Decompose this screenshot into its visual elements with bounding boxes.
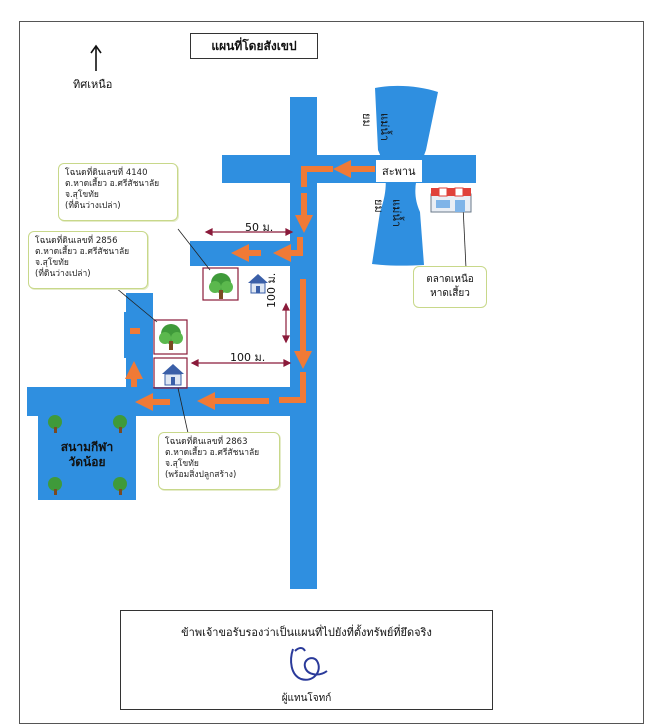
leader-2856	[115, 287, 158, 323]
certification-box: ข้าพเจ้าขอรับรองว่าเป็นแผนที่ไปยังที่ตั้…	[120, 610, 493, 710]
parcel-4140-boundary	[202, 267, 239, 301]
stadium-label: สนามกีฬา วัดน้อย	[52, 440, 122, 470]
parcel-callout-line: โฉนดที่ดินเลขที่ 2856	[35, 236, 118, 246]
tree-icon	[159, 324, 183, 350]
parcel-callout-line: จ.สุโขทัย	[165, 459, 199, 469]
route-arrow-turn	[301, 166, 333, 187]
house-icon	[162, 364, 184, 386]
parcel-callout-line: โฉนดที่ดินเลขที่ 2863	[165, 437, 248, 447]
bridge-label: สะพาน	[376, 160, 422, 182]
leader-market	[462, 205, 467, 269]
parcel-2863-boundary	[153, 357, 188, 389]
map-title: แผนที่โดยสังเขป	[190, 33, 318, 59]
parcel-callout-line: ต.หาดเสี้ยว อ.ศรีสัชนาลัย	[165, 448, 260, 458]
route-arrow-upper-turn	[273, 237, 303, 262]
market-label-line1: ตลาดเหนือ	[426, 274, 474, 285]
tree-icon	[113, 415, 127, 433]
market-label-line2: หาดเสี้ยว	[430, 288, 470, 299]
shop-icon	[430, 187, 472, 213]
certification-signer: ผู้แทนโจทก์	[281, 693, 332, 704]
parcel-callout-2863: โฉนดที่ดินเลขที่ 2863 ต.หาดเสี้ยว อ.ศรีส…	[158, 432, 280, 490]
parcel-callout-2856: โฉนดที่ดินเลขที่ 2856 ต.หาดเสี้ยว อ.ศรีส…	[28, 231, 148, 289]
tree-icon	[48, 415, 62, 433]
distance-top-label: 50 ม.	[245, 221, 274, 234]
parcel-callout-line: (ที่ดินว่างเปล่า)	[65, 201, 121, 211]
tree-icon	[209, 273, 233, 299]
parcel-2856-boundary	[153, 319, 188, 355]
north-label: ทิศเหนือ	[73, 78, 113, 91]
certification-statement: ข้าพเจ้าขอรับรองว่าเป็นแผนที่ไปยังที่ตั้…	[181, 626, 432, 639]
parcel-callout-4140: โฉนดที่ดินเลขที่ 4140 ต.หาดเสี้ยว อ.ศรีส…	[58, 163, 178, 221]
house-icon	[248, 274, 268, 294]
stadium-label-line1: สนามกีฬา	[60, 440, 114, 454]
distance-vertical-label: 100 ม.	[265, 272, 278, 308]
side-lane-vertical-short	[124, 312, 134, 358]
parcel-callout-line: ต.หาดเสี้ยว อ.ศรีสัชนาลัย	[35, 247, 130, 257]
river-label-bottom: แม่น้ำยม	[372, 199, 403, 228]
north-arrow-icon	[90, 44, 102, 71]
distance-middle-label: 100 ม.	[230, 351, 266, 364]
river-label-top: แม่น้ำยม	[360, 113, 391, 142]
signature	[290, 647, 328, 681]
parcel-callout-line: จ.สุโขทัย	[65, 190, 99, 200]
route-arrow-lower-turn	[279, 372, 306, 403]
parcel-callout-line: จ.สุโขทัย	[35, 258, 69, 268]
parcel-callout-line: โฉนดที่ดินเลขที่ 4140	[65, 168, 148, 178]
parcel-callout-line: (ที่ดินว่างเปล่า)	[35, 269, 91, 279]
market-label: ตลาดเหนือ หาดเสี้ยว	[413, 266, 487, 308]
leader-4140	[177, 228, 211, 271]
leader-2863	[177, 387, 189, 434]
tree-icon	[113, 477, 127, 495]
stadium-label-line2: วัดน้อย	[68, 455, 106, 469]
parcel-callout-line: ต.หาดเสี้ยว อ.ศรีสัชนาลัย	[65, 179, 160, 189]
parcel-callout-line: (พร้อมสิ่งปลูกสร้าง)	[165, 470, 237, 480]
tree-icon	[48, 477, 62, 495]
